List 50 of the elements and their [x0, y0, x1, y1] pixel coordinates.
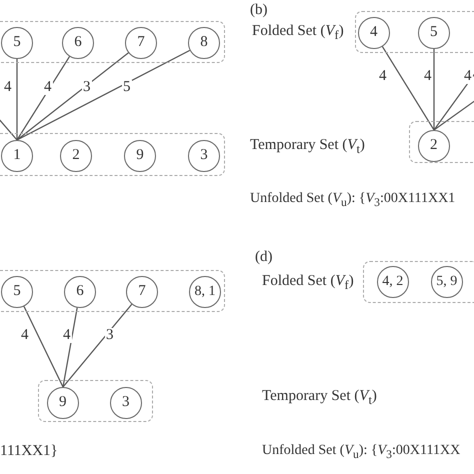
edge-label: 4: [62, 328, 72, 343]
vertex-circle: 5: [1, 26, 33, 59]
set-label: Unfolded Set (V$_{u}$): {V$_{3}$:00X111XX: [262, 444, 460, 460]
connector-line: [16, 56, 70, 140]
vertex-circle: 3: [110, 386, 142, 419]
set-box: [38, 380, 153, 422]
vertex-circle: 9: [124, 140, 156, 172]
connector-line: [16, 59, 18, 140]
connector-line: [434, 72, 474, 130]
vertex-circle: 5, 9: [430, 266, 463, 298]
vertex-circle: 2: [418, 130, 450, 162]
connector-line: [16, 52, 129, 140]
connector-line: [23, 306, 64, 388]
vertex-circle: 7: [126, 276, 158, 308]
vertex-circle: 2: [60, 140, 92, 172]
set-label: Folded Set (V$_{f}$): [252, 24, 344, 42]
set-label: Temporary Set (V$_{t}$): [262, 389, 377, 406]
set-label: Folded Set (V$_{f}$): [262, 274, 354, 292]
set-box: [0, 133, 225, 176]
set-box: [0, 270, 225, 312]
panel-label: (b): [250, 3, 268, 18]
vertex-circle: 8, 1: [189, 276, 221, 308]
vertex-circle: 4: [358, 16, 390, 49]
vertex-circle: 4, 2: [376, 266, 409, 298]
set-box: [409, 121, 474, 163]
set-box: [355, 11, 474, 53]
connector-line: [433, 49, 435, 130]
vertex-circle: 5: [418, 16, 450, 49]
set-label: 111XX1}: [0, 444, 58, 459]
connector-line: [434, 100, 474, 130]
vertex-circle: 6: [64, 276, 96, 308]
vertex-circle: 3: [188, 140, 220, 172]
vertex-circle: 9: [46, 386, 79, 419]
edge-label: 4: [463, 69, 472, 84]
set-label: Temporary Set (V$_{t}$): [250, 138, 365, 156]
vertex-circle: 5: [1, 276, 33, 308]
edge-label: 4: [43, 80, 52, 95]
connector-line: [62, 304, 132, 388]
vertex-circle: 7: [125, 26, 157, 59]
vertex-circle: 6: [62, 26, 94, 59]
set-box: [363, 261, 474, 303]
connector-line: [0, 118, 18, 140]
vertex-circle: 1: [1, 140, 33, 172]
set-label: Unfolded Set (V$_{u}$): {V$_{3}$:00X111XX1: [250, 192, 456, 208]
vertex-circle: 8: [188, 26, 220, 59]
connector-line: [62, 308, 78, 388]
set-box: [0, 21, 225, 63]
panel-label: (d): [255, 250, 272, 265]
connector-line: [16, 50, 190, 141]
connector-line: [382, 46, 435, 130]
